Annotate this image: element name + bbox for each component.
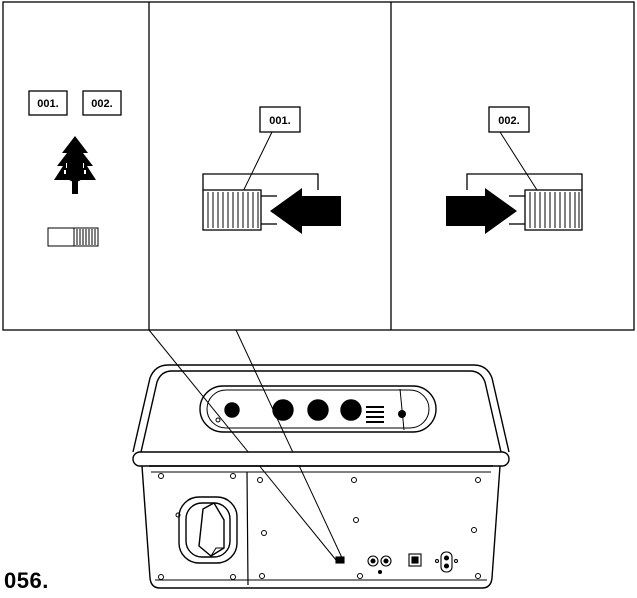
arrow-left-icon: [270, 188, 341, 234]
switch-body-right: [466, 173, 583, 231]
label-001-middle: 001.: [269, 115, 290, 127]
label-002-right: 002.: [498, 115, 519, 127]
knob-row: [224, 399, 406, 423]
label-001: 001.: [37, 98, 58, 110]
callout-lines: [148, 329, 344, 561]
label-002: 002.: [91, 98, 112, 110]
tree-plug-icon: [54, 136, 96, 194]
speaker-rear-view: [132, 364, 510, 589]
panels-frame: [2, 1, 635, 331]
panel-legend: 001. 002.: [28, 90, 122, 247]
screws: [158, 417, 481, 580]
arrow-right-icon: [446, 188, 517, 234]
panel-switch-left: 001.: [202, 106, 341, 234]
switch-body: [202, 173, 319, 231]
panel-switch-right: 002.: [446, 106, 583, 234]
switch-icon: [47, 227, 99, 247]
page-number: 056.: [4, 568, 49, 593]
rear-connectors: [335, 551, 459, 575]
